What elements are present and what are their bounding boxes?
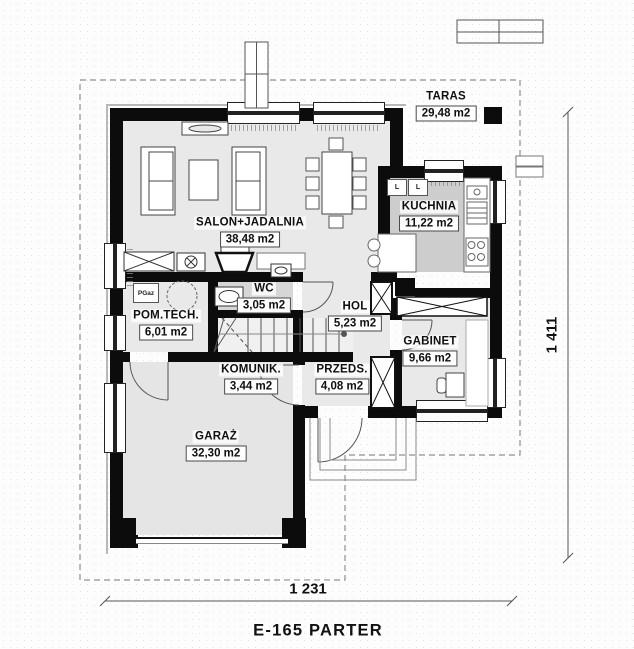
room-label-gabinet: GABINET 9,66 m2 — [401, 335, 459, 367]
room-label-wc: WC 3,05 m2 — [236, 282, 292, 314]
wall-under-kitchen-box — [395, 278, 415, 296]
coffee-table-symbol — [188, 159, 219, 201]
wall-salon-taras — [390, 108, 403, 178]
room-area-garaz: 32,30 m2 — [185, 445, 247, 462]
room-area-przeds: 4,08 m2 — [314, 378, 370, 395]
room-name-wc: WC — [252, 282, 276, 296]
entry-steps — [309, 418, 417, 481]
fireplace-symbol — [214, 242, 255, 274]
wall-garage-right-b — [293, 405, 305, 548]
room-name-garaz: GARAŻ — [193, 430, 239, 444]
gas-boiler-tag: PGaz — [133, 283, 159, 303]
wall-salon-bottom — [122, 272, 302, 282]
room-area-hol: 5,23 m2 — [327, 315, 383, 332]
stairs — [213, 317, 347, 353]
room-label-garaz: GARAŻ 32,30 m2 — [185, 430, 247, 462]
kitchen-peninsula-symbol — [367, 233, 417, 273]
room-label-pom-tech: POM.TECH. 6,01 m2 — [131, 309, 201, 341]
radiator — [427, 180, 461, 186]
desk-symbol — [436, 319, 489, 407]
plan-title: E-165 PARTER — [253, 621, 383, 640]
room-area-kuchnia: 11,22 m2 — [399, 215, 459, 232]
vent-shaft — [370, 281, 393, 315]
sofa-symbol-right — [231, 146, 267, 216]
wall-bottom-right-a — [302, 406, 318, 418]
boiler-tank-symbol — [166, 280, 198, 312]
dimension-line-right — [562, 106, 574, 564]
radiator — [317, 125, 381, 131]
room-label-komunik: KOMUNIK. 3,44 m2 — [219, 363, 283, 395]
tv-cabinet-symbol — [181, 121, 229, 136]
wc-washbasin-symbol — [214, 286, 244, 307]
room-name-hol: HOL — [340, 300, 370, 314]
window-salon-top-2 — [313, 102, 385, 124]
terrace-steps — [515, 155, 544, 178]
room-area-pom-tech: 6,01 m2 — [138, 324, 194, 341]
window-garage-left — [104, 383, 126, 453]
wall-wc-right-a — [293, 272, 303, 282]
terrace-column — [484, 107, 502, 124]
room-label-taras: TARAS 29,48 m2 — [415, 90, 477, 122]
door-arc — [129, 361, 169, 401]
wardrobe-gabinet-symbol — [396, 296, 488, 317]
dimension-line-bottom — [99, 595, 518, 607]
window-pomtech-left — [104, 315, 126, 351]
door-arc — [317, 417, 363, 463]
window-kitchen-top — [424, 160, 464, 182]
dimension-width-label: 1 231 — [285, 580, 331, 598]
room-name-pom-tech: POM.TECH. — [131, 309, 201, 323]
garage-door — [136, 537, 288, 544]
wall-exterior-right — [490, 166, 502, 418]
wall-under-kitchen-a — [371, 272, 397, 282]
dimension-height-label: 1 411 — [543, 312, 561, 358]
chimney — [244, 41, 269, 109]
room-label-salon: SALON+JADALNIA 38,48 m2 — [194, 216, 306, 248]
room-area-taras: 29,48 m2 — [415, 105, 477, 122]
room-label-kuchnia: KUCHNIA 11,22 m2 — [399, 200, 459, 232]
sofa-symbol-left — [140, 146, 176, 216]
room-name-kuchnia: KUCHNIA — [399, 200, 459, 214]
garage-corner-pier-left — [110, 518, 136, 548]
room-label-hol: HOL 5,23 m2 — [327, 300, 383, 332]
door-arc — [302, 281, 334, 313]
room-name-przeds: PRZEDS. — [314, 363, 370, 377]
terrace-pergola — [456, 19, 544, 44]
room-area-wc: 3,05 m2 — [236, 297, 292, 314]
roof-overhang-outline — [79, 79, 521, 581]
room-name-komunik: KOMUNIK. — [219, 363, 283, 377]
gas-boiler-label: PGaz — [137, 289, 155, 297]
fridge-label: L — [394, 184, 400, 191]
vent-shaft — [370, 356, 396, 409]
wall-wc-right-b — [293, 312, 303, 358]
room-area-komunik: 3,44 m2 — [223, 378, 279, 395]
fridge-label: L — [415, 184, 421, 191]
dining-set-symbol — [305, 137, 367, 229]
wall-pomtech-bottom-a — [110, 352, 130, 362]
radiator — [231, 125, 296, 131]
room-label-przeds: PRZEDS. 4,08 m2 — [314, 363, 370, 395]
room-area-salon: 38,48 m2 — [219, 231, 281, 248]
wall-under-kitchen-b — [415, 288, 490, 298]
wall-wc-bottom — [208, 310, 303, 318]
room-area-gabinet: 9,66 m2 — [402, 350, 458, 367]
fridge-tag-left: L — [387, 179, 407, 196]
wardrobe-symbol — [123, 251, 175, 272]
room-name-salon: SALON+JADALNIA — [194, 216, 306, 230]
stove-unit-symbol — [176, 252, 206, 272]
wc-sink-symbol — [270, 263, 292, 278]
room-name-gabinet: GABINET — [401, 335, 459, 349]
wall-stairs-bottom — [208, 352, 353, 362]
fridge-tag-right: L — [408, 179, 428, 196]
kitchen-counter-symbol — [463, 177, 491, 273]
wall-pomtech-bottom-b — [168, 352, 218, 362]
room-name-taras: TARAS — [424, 90, 468, 104]
